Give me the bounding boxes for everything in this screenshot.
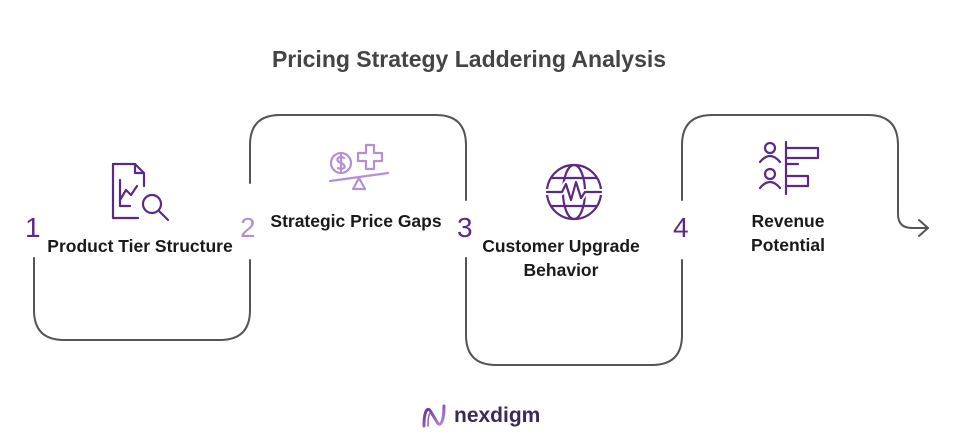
step-3-number: 3 bbox=[457, 212, 473, 243]
nexdigm-logo-icon bbox=[422, 404, 446, 428]
dollar-scale-plus-icon bbox=[328, 143, 390, 191]
step-3-label: Customer Upgrade Behavior bbox=[482, 236, 640, 280]
step-4-label: Revenue Potential bbox=[751, 211, 825, 255]
brand-name: nexdigm bbox=[454, 404, 541, 427]
globe-pulse-icon bbox=[544, 163, 604, 221]
step-2-label: Strategic Price Gaps bbox=[270, 211, 442, 231]
brand-logo: nexdigm bbox=[420, 402, 540, 430]
diagram-title: Pricing Strategy Laddering Analysis bbox=[271, 46, 667, 72]
step-2-number: 2 bbox=[240, 212, 256, 243]
document-search-chart-icon bbox=[111, 162, 170, 222]
people-bars-icon bbox=[758, 140, 820, 196]
step-1-number: 1 bbox=[25, 212, 41, 243]
step-1-label: Product Tier Structure bbox=[47, 236, 233, 256]
step-4-number: 4 bbox=[673, 212, 689, 243]
